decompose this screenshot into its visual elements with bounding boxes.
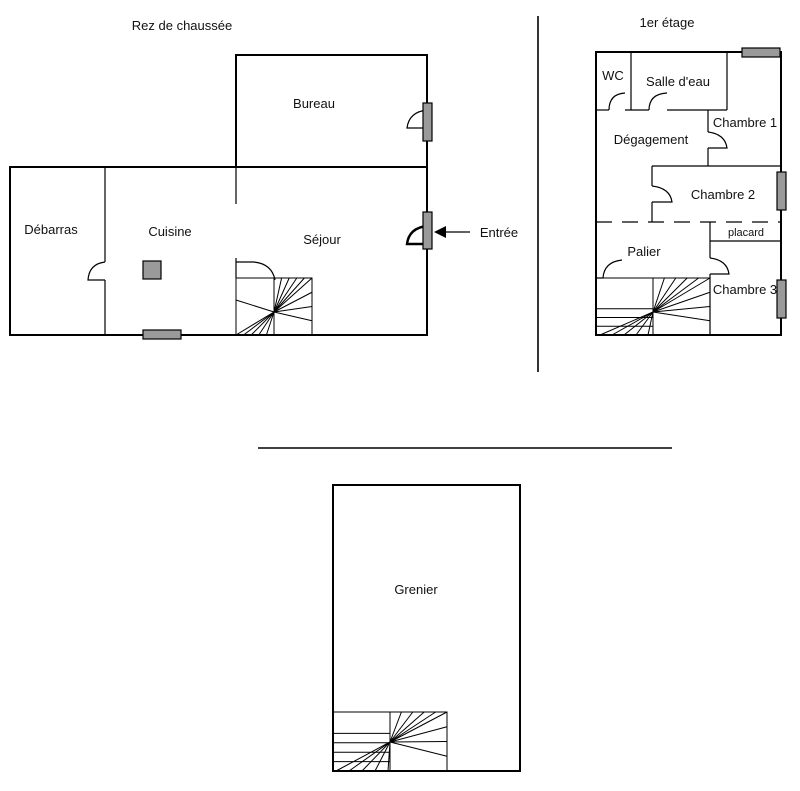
salle-eau-door bbox=[648, 92, 668, 111]
room-label-bureau: Bureau bbox=[293, 96, 335, 111]
room-label-debarras: Débarras bbox=[24, 222, 78, 237]
chimney-square bbox=[142, 260, 162, 280]
attic-plan: Grenier bbox=[332, 484, 521, 772]
ground-floor-plan: Bureau Débarras Cuisine Séjour Entrée bbox=[9, 54, 518, 340]
first-floor-plan: WC Salle d'eau Dégagement Chambre 1 Cham… bbox=[595, 47, 787, 336]
ground-stairs bbox=[235, 277, 313, 336]
debarras-door bbox=[87, 261, 106, 281]
first-top-window bbox=[741, 47, 781, 58]
stair-door bbox=[236, 261, 276, 281]
room-label-chambre3: Chambre 3 bbox=[713, 282, 777, 297]
room-label-degagement: Dégagement bbox=[614, 132, 689, 147]
chambre1-door bbox=[707, 131, 728, 149]
chambre2-window bbox=[776, 171, 787, 211]
entrance-frame bbox=[422, 211, 433, 250]
chambre2-door bbox=[651, 185, 673, 203]
room-label-chambre2: Chambre 2 bbox=[691, 187, 755, 202]
room-label-placard: placard bbox=[728, 227, 764, 239]
room-label-chambre1: Chambre 1 bbox=[713, 115, 777, 130]
bureau-window bbox=[422, 102, 433, 142]
first-stairs bbox=[595, 277, 711, 336]
chambre3-window bbox=[776, 279, 787, 319]
entrance-label: Entrée bbox=[480, 225, 518, 240]
ground-floor-title: Rez de chaussée bbox=[132, 18, 232, 33]
room-label-salle-eau: Salle d'eau bbox=[646, 74, 710, 89]
wc-door bbox=[608, 92, 626, 111]
palier-door bbox=[596, 259, 623, 279]
entrance-arrow-icon bbox=[434, 226, 446, 238]
bureau-wall bbox=[235, 54, 428, 167]
ground-outer-wall bbox=[9, 166, 428, 336]
attic-stairs bbox=[332, 711, 448, 772]
chambre3-door bbox=[709, 257, 730, 275]
room-label-palier: Palier bbox=[627, 244, 661, 259]
room-label-sejour: Séjour bbox=[303, 232, 341, 247]
room-label-wc: WC bbox=[602, 68, 624, 83]
room-label-grenier: Grenier bbox=[394, 582, 438, 597]
attic-outer-wall bbox=[332, 484, 521, 772]
first-floor-title: 1er étage bbox=[640, 15, 695, 30]
cuisine-window bbox=[142, 329, 182, 340]
room-label-cuisine: Cuisine bbox=[148, 224, 191, 239]
